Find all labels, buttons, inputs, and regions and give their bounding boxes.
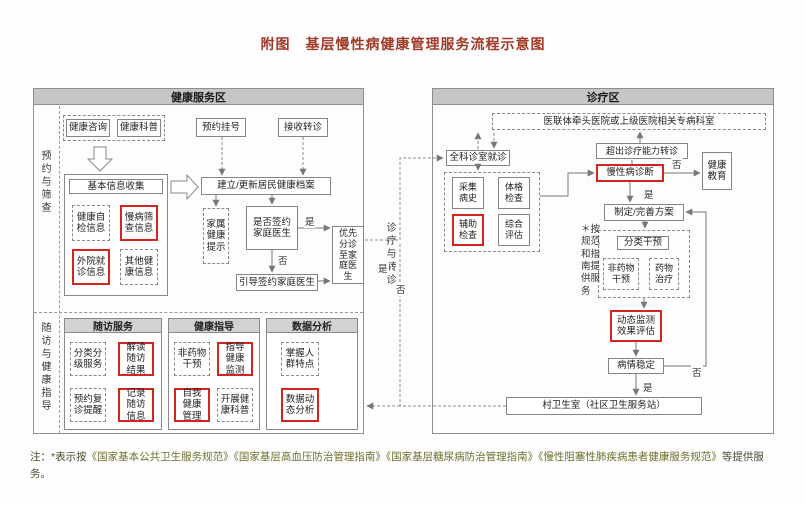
box-health-popularize: 开展健康科普 [217, 388, 253, 422]
box-record-followup-info: 记录随访信息 [118, 388, 154, 422]
box-dynamic-monitor-eval: 动态监测效果评估 [610, 310, 662, 342]
box-outside-visit-info: 外院就诊信息 [72, 249, 110, 285]
box-revisit-reminder: 预约复诊提醒 [70, 388, 106, 422]
box-other-health-info: 其他健康信息 [120, 249, 158, 285]
box-village-clinic: 村卫生室（社区卫生服务站） [506, 397, 702, 415]
box-history-taking: 采集病史 [452, 177, 484, 209]
flag-yes-diagnosis: 是 [643, 187, 655, 201]
health-zone-header: 健康服务区 [33, 88, 364, 105]
side-label-followup-guidance: 随访与健康指导 [39, 322, 50, 413]
box-appointment-register: 预约挂号 [196, 118, 246, 137]
box-self-health-manage: 自我健康管理 [174, 388, 210, 422]
box-self-check-info: 健康自检信息 [72, 205, 110, 241]
clinic-zone-header: 诊疗区 [432, 88, 774, 105]
box-medical-alliance-hospital: 医联体牵头医院或上级医院相关专病科室 [492, 113, 766, 130]
flag-yes-sign: 是 [304, 214, 316, 228]
box-make-plan: 制定/完善方案 [604, 204, 684, 221]
box-interpret-followup-result: 解读随访结果 [118, 342, 154, 376]
footnote-suffix: 等提供服务。 [30, 451, 764, 481]
box-priority-triage-family-doctor: 优先分诊至家庭医生 [332, 226, 364, 284]
box-comprehensive-eval: 综合评估 [498, 214, 530, 246]
analysis-group-header: 数据分析 [266, 318, 358, 333]
box-intervention-title: 分类干预 [617, 236, 669, 250]
box-dynamic-data-analysis: 数据动态分析 [281, 388, 319, 422]
flag-no-diagnosis: 否 [671, 157, 683, 171]
flag-yes-stable: 是 [642, 380, 654, 394]
box-chronic-diagnosis: 慢性病诊断 [596, 164, 664, 182]
box-physical-exam: 体格检查 [498, 177, 530, 209]
box-auxiliary-exam: 辅助检查 [452, 214, 484, 246]
footnote-titles: 《国家基本公共卫生服务规范》《国家基层高血压防治管理指南》《国家基层糖尿病防治管… [86, 451, 722, 463]
side-label-appointment-screening: 预约与筛查 [39, 150, 50, 215]
box-health-popularization: 健康科普 [117, 119, 161, 137]
consult-group-frame [63, 115, 165, 141]
footnote: 注：*表示按《国家基本公共卫生服务规范》《国家基层高血压防治管理指南》《国家基层… [30, 449, 774, 484]
health-zone-section-divider [34, 312, 363, 313]
box-population-feature: 掌握人群特点 [281, 342, 319, 376]
figure-title: 附图 基层慢性病健康管理服务流程示意图 [260, 36, 546, 52]
health-zone-side-divider [59, 106, 60, 433]
box-nondrug-intervention-left: 非药物干预 [174, 342, 210, 376]
flag-no-sign: 否 [277, 253, 289, 267]
box-guide-sign-family-doctor: 引导签约家庭医生 [236, 274, 318, 291]
side-label-diagnosis-referral: 诊疗与转诊 [384, 222, 395, 287]
box-signed-family-doctor-check: 是否签约家庭医生 [246, 206, 298, 250]
guidance-group-header: 健康指导 [168, 318, 260, 333]
flag-no-bridge: 否 [395, 282, 407, 296]
followup-group-header: 随访服务 [64, 318, 162, 333]
box-guide-health-monitor: 指导健康监测 [217, 342, 253, 376]
box-drug-treatment: 药物治疗 [649, 258, 679, 290]
box-update-health-archive: 建立/更新居民健康档案 [201, 177, 331, 195]
box-condition-stable: 病情稳定 [608, 358, 664, 374]
flag-no-stable: 否 [691, 365, 703, 379]
box-health-consult: 健康咨询 [66, 119, 110, 137]
flag-yes-bridge: 是 [377, 261, 389, 275]
box-receive-referral: 接收转诊 [278, 118, 328, 137]
box-family-health-tip: 家属健康提示 [203, 208, 229, 264]
footnote-prefix: 注：*表示按 [30, 451, 87, 463]
box-info-collect-title: 基本信息收集 [69, 179, 163, 194]
box-health-education: 健康教育 [702, 152, 732, 190]
box-chronic-screen-info: 慢病筛查信息 [120, 205, 158, 241]
box-gp-clinic-visit: 全科诊室就诊 [446, 150, 510, 166]
box-nondrug-intervention-right: 非药物干预 [603, 258, 639, 290]
side-note-per-standards: ＊按规范和指南提供服务 [581, 224, 601, 297]
box-refer-beyond-capacity: 超出诊疗能力转诊 [596, 143, 688, 159]
box-classified-service: 分类分级服务 [70, 342, 106, 376]
